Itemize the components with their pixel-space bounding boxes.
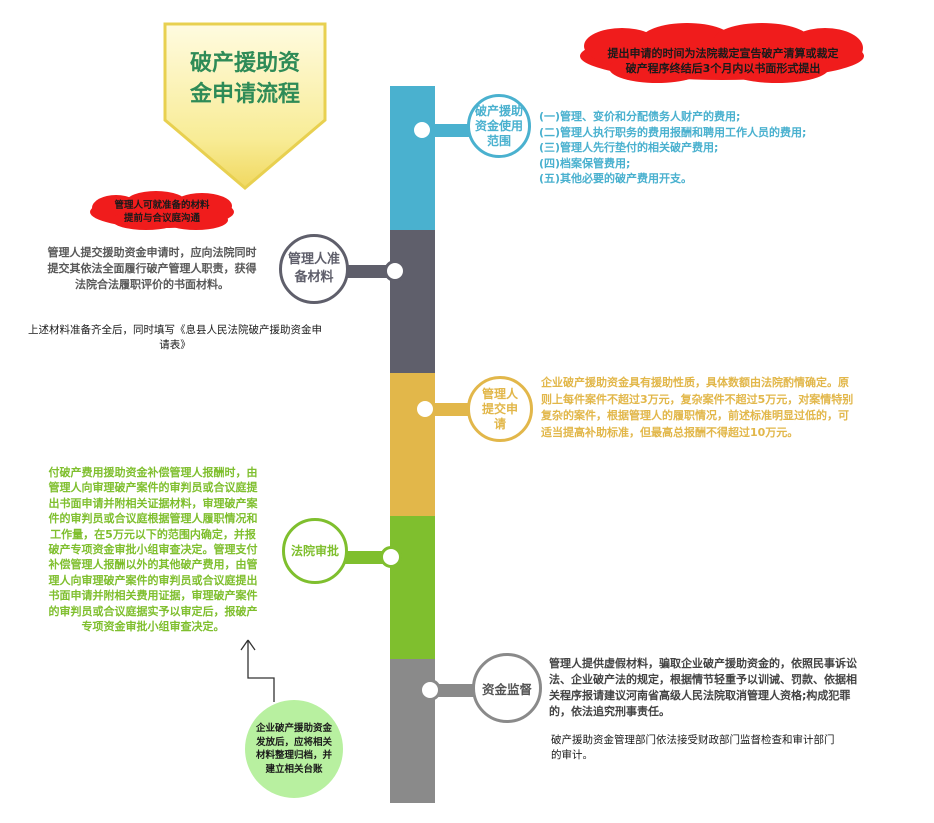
connector-submit	[424, 403, 476, 416]
list-item: (三)管理人先行垫付的相关破产费用;	[539, 141, 719, 154]
list-item: (一)管理、变价和分配债务人财产的费用;	[539, 110, 741, 123]
connector-usage	[424, 124, 476, 137]
step-usage-label: 破产援助 资金使用 范围	[467, 94, 531, 158]
prep-tip-note: 管理人可就准备的材料 提前与合议庭沟通	[114, 200, 210, 224]
title-shield	[163, 22, 327, 190]
supervise-description: 管理人提供虚假材料，骗取企业破产援助资金的，依照民事诉讼 法、企业破产法的规定，…	[549, 657, 857, 718]
step-supervise-label: 资金监督	[472, 653, 542, 723]
page-title: 破产援助资 金申请流程	[189, 51, 300, 107]
list-item: (二)管理人执行职务的费用报酬和聘用工作人员的费用;	[539, 125, 807, 139]
bar-segment-submit	[390, 373, 435, 516]
prepare-description: 管理人提交援助资金申请时，应向法院同时 提交其依法全面履行破产管理人职责，获得 …	[47, 246, 257, 291]
list-item: (五)其他必要的破产费用开支。	[539, 172, 693, 185]
step-submit-label: 管理人 提交申 请	[467, 376, 533, 442]
connector-prepare	[340, 265, 398, 278]
supervise-audit-note: 破产援助资金管理部门依法接受财政部门监督检查和审计部门 的审计。	[551, 734, 835, 761]
list-item: (四)档案保管费用;	[539, 156, 631, 170]
usage-list: (一)管理、变价和分配债务人财产的费用; (二)管理人执行职务的费用报酬和聘用工…	[539, 109, 806, 187]
review-description: 付破产费用援助资金补偿管理人报酬时，由 管理人向审理破产案件的审判员或合议庭提 …	[48, 466, 258, 634]
bar-segment-prepare	[390, 230, 435, 373]
node-review	[380, 546, 402, 568]
prep-tip-cloud	[90, 191, 234, 230]
node-supervise	[419, 679, 441, 701]
archive-arrow	[240, 639, 275, 702]
connector-supervise	[432, 684, 476, 697]
step-review-label: 法院审批	[282, 518, 348, 584]
step-prepare-label: 管理人准 备材料	[279, 234, 349, 304]
bar-segment-usage	[390, 86, 435, 230]
bar-segment-review	[390, 516, 435, 659]
node-submit	[414, 398, 436, 420]
deadline-cloud	[580, 23, 864, 83]
archive-note: 企业破产援助资金 发放后，应将相关 材料整理归档，并 建立相关台账	[245, 700, 343, 798]
node-usage	[411, 119, 433, 141]
submit-description: 企业破产援助资金具有援助性质，具体数额由法院酌情确定。原 则上每件案件不超过3万…	[541, 376, 854, 439]
node-prepare	[384, 260, 406, 282]
prepare-form-note: 上述材料准备齐全后，同时填写《息县人民法院破产援助资金申 请表》	[28, 324, 322, 351]
deadline-note: 提出申请的时间为法院裁定宣告破产清算或裁定 破产程序终结后3个月内以书面形式提出	[607, 47, 839, 75]
